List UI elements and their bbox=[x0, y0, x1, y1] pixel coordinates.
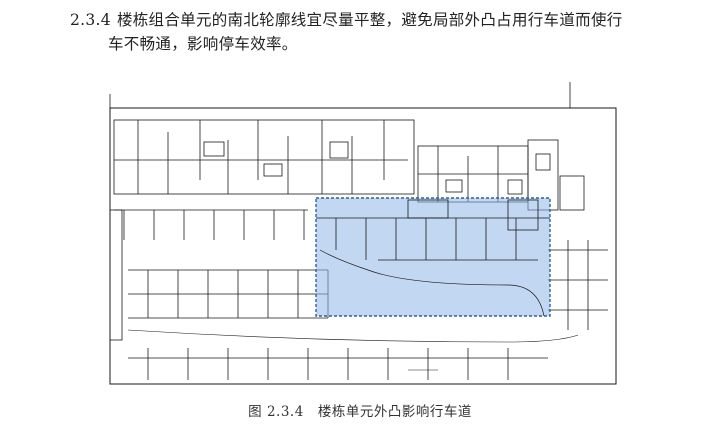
protrusion-highlight bbox=[315, 197, 551, 317]
floor-plan-drawing bbox=[109, 82, 617, 385]
paragraph-line-2: 车不畅通，影响停车效率。 bbox=[108, 35, 298, 53]
figure-caption: 图 2.3.4 楼栋单元外凸影响行车道 bbox=[0, 400, 720, 420]
figure-number: 图 2.3.4 bbox=[248, 404, 304, 420]
section-paragraph: 2.3.4 楼栋组合单元的南北轮廓线宜尽量平整，避免局部外凸占用行车道而使行 车不… bbox=[70, 8, 710, 56]
section-number: 2.3.4 bbox=[70, 11, 111, 29]
floor-plan-figure bbox=[108, 80, 620, 387]
paragraph-line-1: 楼栋组合单元的南北轮廓线宜尽量平整，避免局部外凸占用行车道而使行 bbox=[116, 11, 623, 29]
figure-title: 楼栋单元外凸影响行车道 bbox=[317, 404, 472, 420]
